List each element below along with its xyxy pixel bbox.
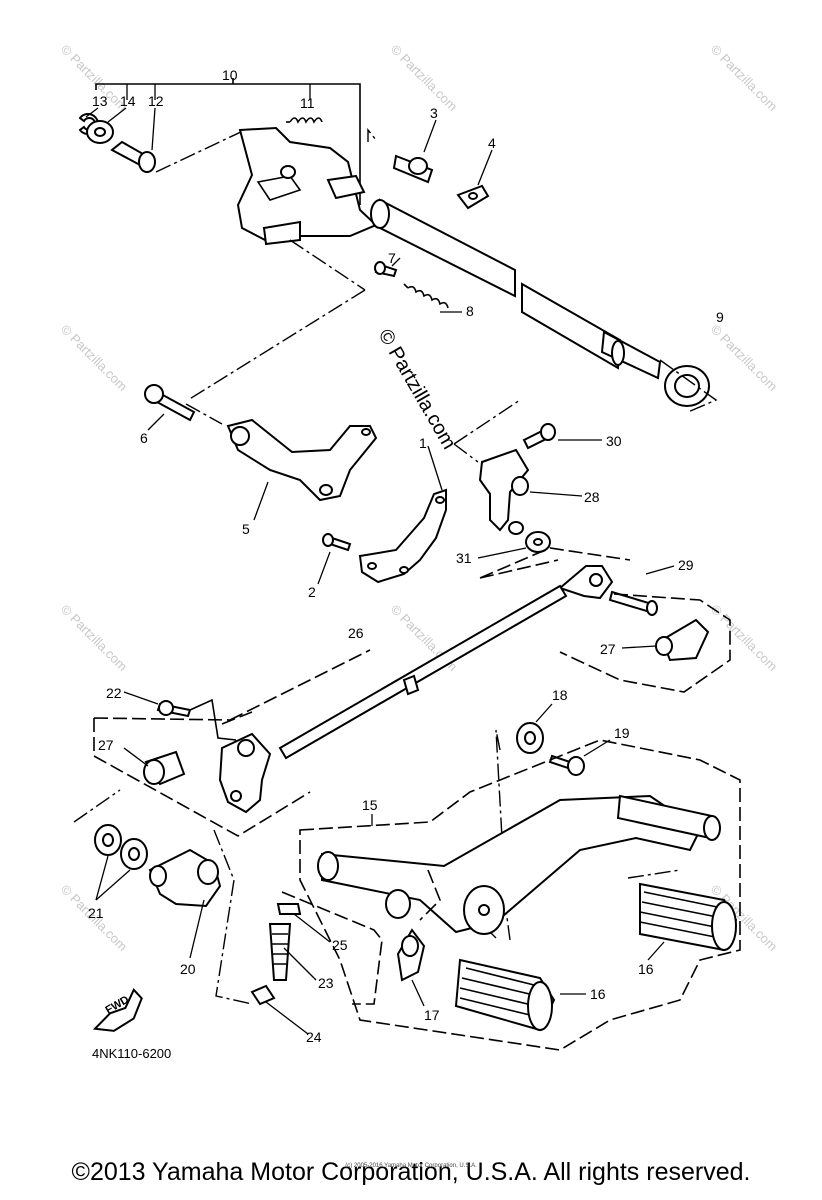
callout-18: 18 — [552, 687, 568, 703]
callout-13: 13 — [92, 93, 108, 109]
callout-6: 6 — [140, 430, 148, 446]
shift-arm-part — [478, 448, 530, 532]
callout-16a: 16 — [590, 986, 606, 1002]
copyright-footer: ©2013 Yamaha Motor Corporation, U.S.A. A… — [71, 1158, 751, 1186]
callout-21: 21 — [88, 905, 104, 921]
callout-29: 29 — [678, 557, 694, 573]
callout-25: 25 — [332, 937, 348, 953]
callout-5: 5 — [242, 521, 250, 537]
callout-27a: 27 — [98, 737, 114, 753]
watermark-tile: © Partzilla.com — [708, 42, 781, 115]
watermark-tile: © Partzilla.com — [708, 322, 781, 395]
callout-28: 28 — [584, 489, 600, 505]
callout-7: 7 — [388, 250, 396, 266]
callout-14: 14 — [120, 93, 136, 109]
watermark-tile: © Partzilla.com — [58, 322, 131, 395]
callout-19: 19 — [614, 725, 630, 741]
callout-3: 3 — [430, 105, 438, 121]
callout-31: 31 — [456, 550, 472, 566]
shift-shaft-assembly — [78, 78, 718, 413]
callout-4: 4 — [488, 135, 496, 151]
shift-pedal-assembly — [250, 703, 741, 1051]
bracket-assembly — [144, 384, 602, 585]
callout-30: 30 — [606, 433, 622, 449]
watermark-tile: © Partzilla.com — [58, 602, 131, 675]
callout-20: 20 — [180, 961, 196, 977]
callout-24: 24 — [306, 1029, 322, 1045]
callout-9: 9 — [716, 309, 724, 325]
watermark-tile: © Partzilla.com — [388, 42, 461, 115]
callout-15: 15 — [362, 797, 378, 813]
fwd-arrow-icon: FWD — [92, 988, 143, 1032]
callout-labels: 1 2 3 4 5 6 7 8 9 10 11 12 13 14 15 16 1… — [88, 67, 724, 1045]
callout-10: 10 — [222, 67, 238, 83]
callout-26: 26 — [348, 625, 364, 641]
callout-27b: 27 — [600, 641, 616, 657]
shift-bracket-part — [358, 488, 447, 584]
callout-16b: 16 — [638, 961, 654, 977]
callout-2: 2 — [308, 584, 316, 600]
callout-1: 1 — [419, 435, 427, 451]
callout-11: 11 — [300, 95, 315, 111]
watermark-main: © Partzilla.com — [374, 326, 460, 454]
shift-rod-assembly — [73, 547, 731, 1005]
diagram-code: 4NK110-6200 — [92, 1046, 171, 1061]
copyright-small: (c) 2005-2016 Yamaha Motor Corporation, … — [345, 1163, 477, 1169]
callout-12: 12 — [148, 93, 164, 109]
callout-8: 8 — [466, 303, 474, 319]
callout-23: 23 — [318, 975, 334, 991]
callout-22: 22 — [106, 685, 122, 701]
callout-17: 17 — [424, 1007, 440, 1023]
footrest-bracket-part — [226, 418, 378, 502]
shift-arm-plate — [236, 126, 378, 242]
shift-pedal-part — [321, 794, 702, 934]
